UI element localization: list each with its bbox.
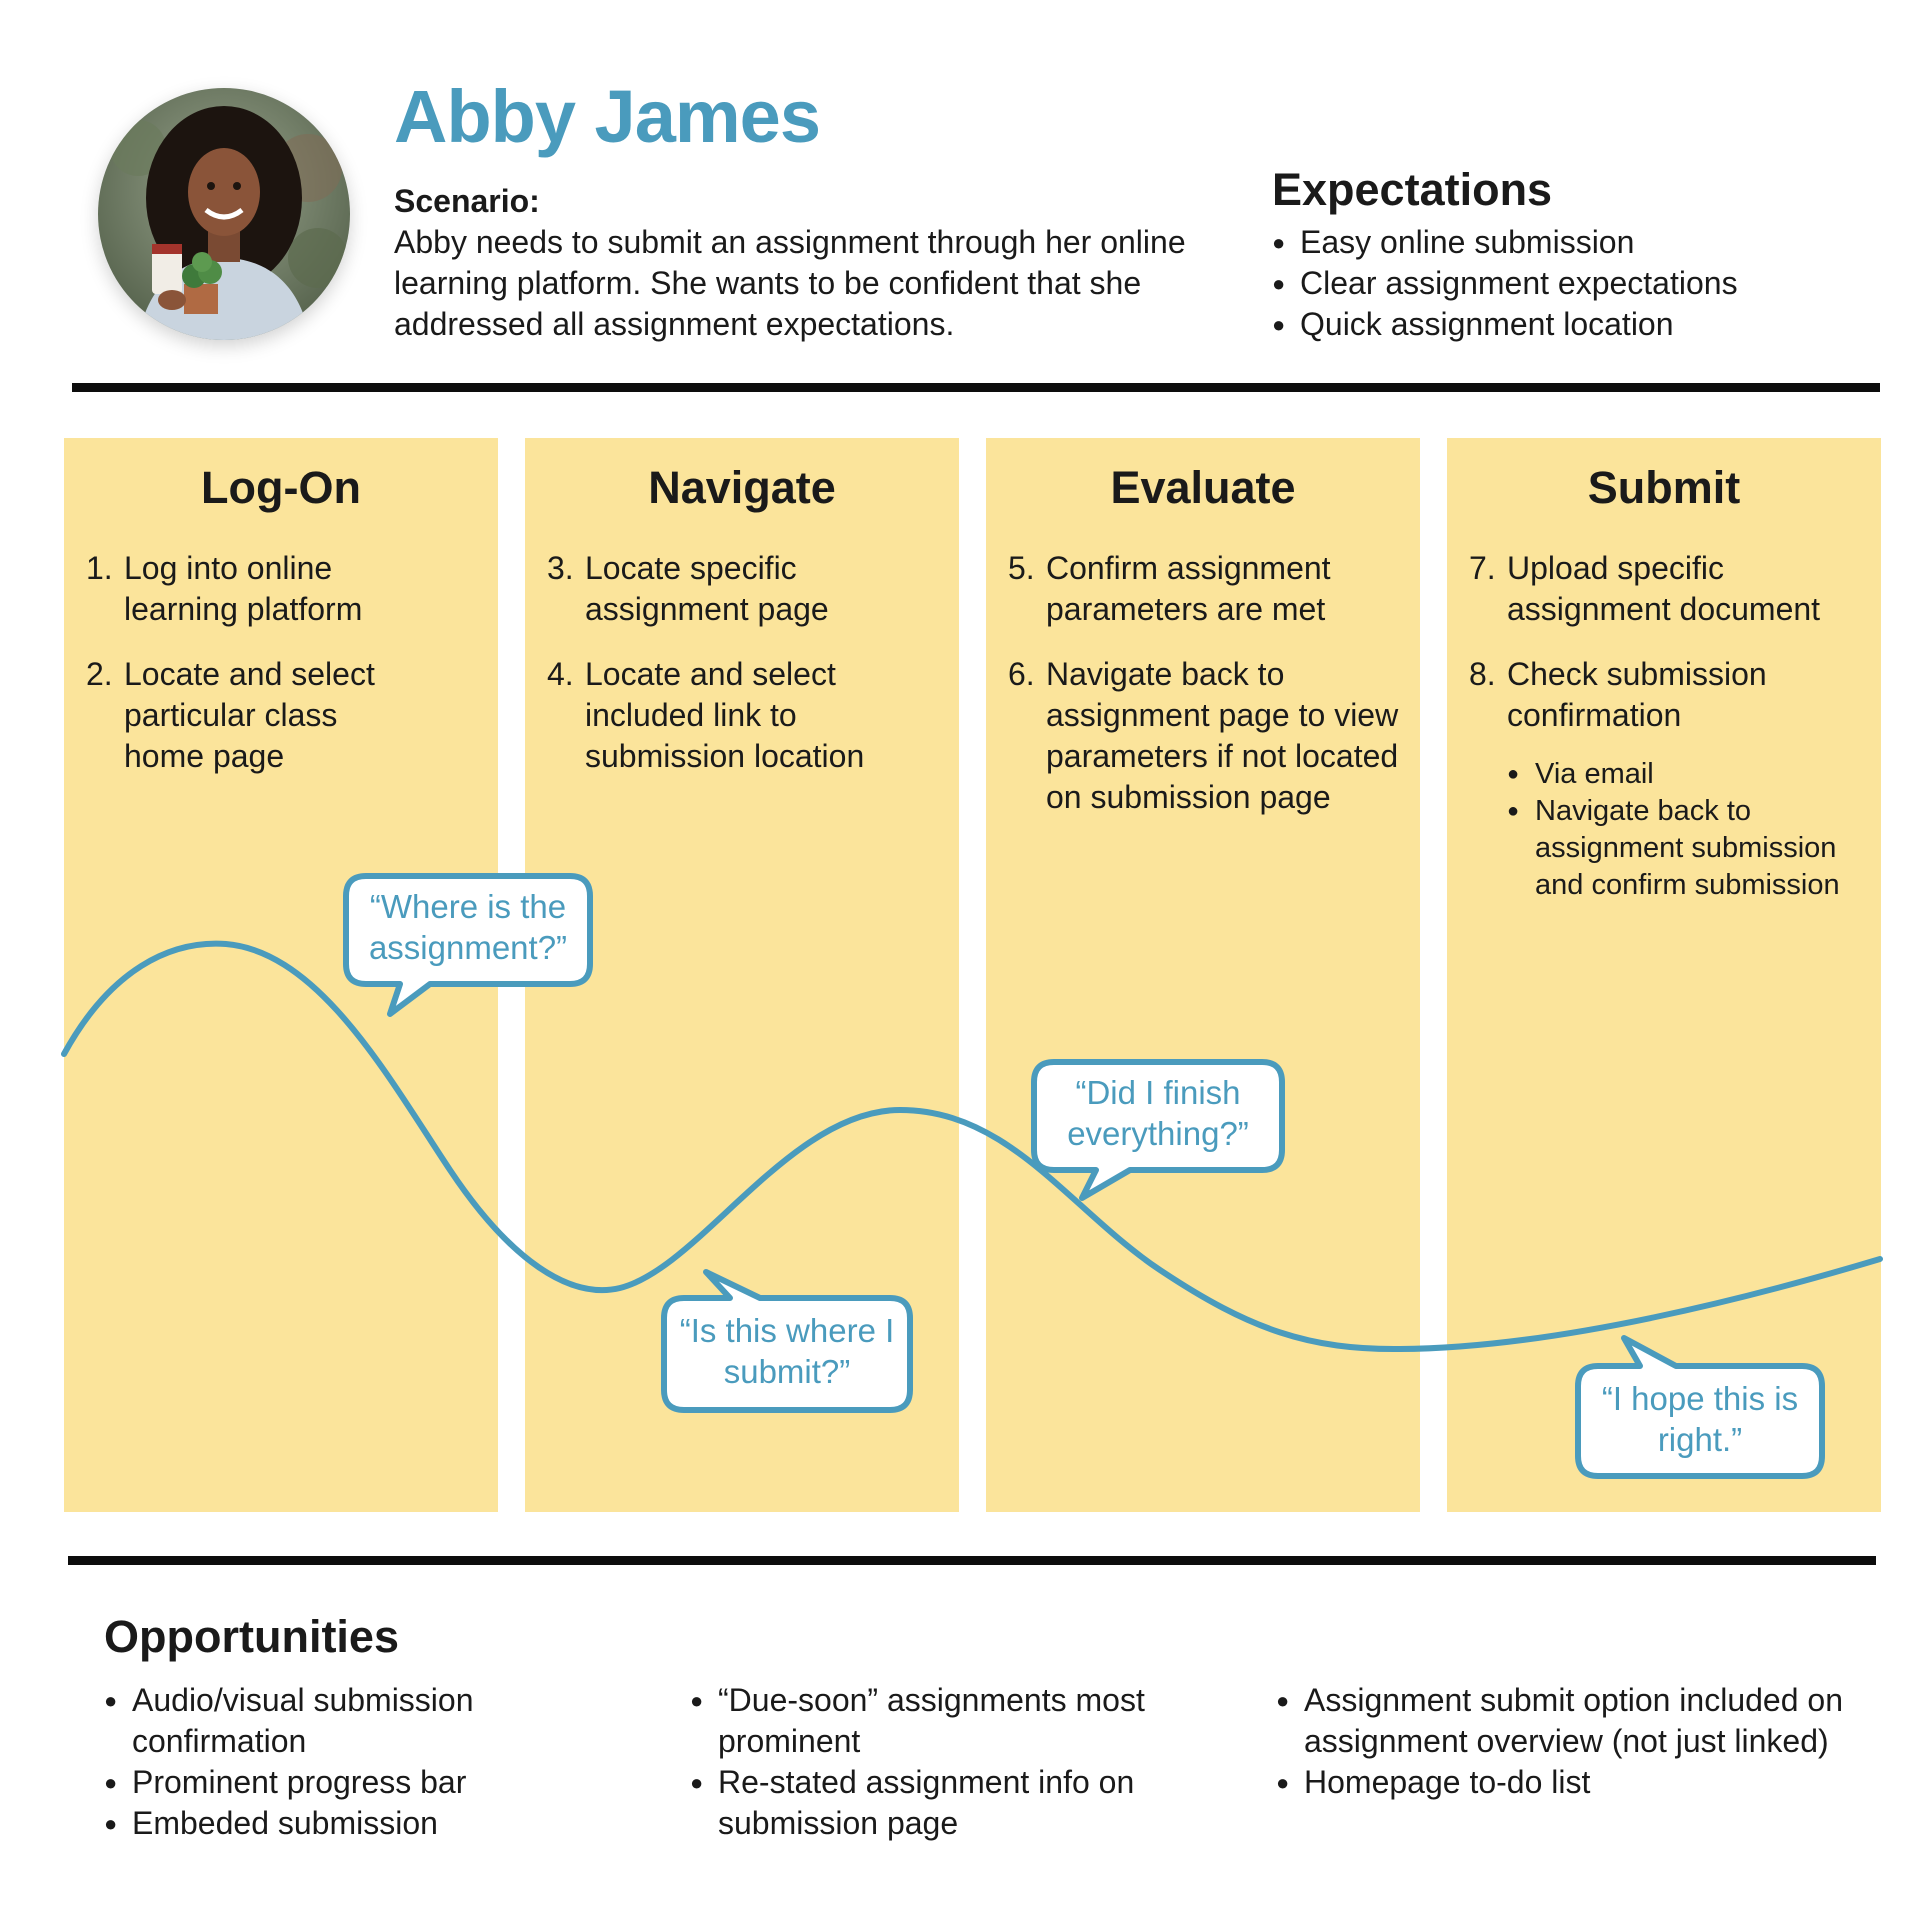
expectations-title: Expectations [1272, 164, 1553, 215]
step-number: 4. [547, 656, 574, 692]
step-item: 7. Upload specific assignment document [1469, 548, 1881, 630]
step-text: Check submission confirmation [1507, 656, 1767, 733]
step-number: 1. [86, 550, 113, 586]
step-item: 4. Locate and select included link to su… [547, 654, 959, 777]
opportunities-column-3: Assignment submit option included on ass… [1276, 1680, 1856, 1803]
persona-avatar [98, 88, 350, 340]
stage-steps: 5. Confirm assignment parameters are met… [1008, 548, 1420, 842]
expectation-item: Easy online submission [1272, 222, 1892, 263]
quote-is-this-where: “Is this where I submit?” [679, 1312, 895, 1390]
step-item: 3. Locate specific assignment page [547, 548, 959, 630]
confirmation-sub-list: Via email Navigate back to assignment su… [1507, 756, 1881, 904]
opportunities-title: Opportunities [104, 1611, 399, 1662]
scenario-text: Abby needs to submit an assignment throu… [394, 224, 1186, 342]
step-item: 8. Check submission confirmation [1469, 654, 1881, 736]
quote-did-i-finish: “Did I finish everything?” [1067, 1074, 1249, 1152]
step-number: 2. [86, 656, 113, 692]
stage-steps: 1. Log into online learning platform 2. … [86, 548, 498, 801]
speech-bubble-4 [1575, 1335, 1825, 1479]
stage-steps: 3. Locate specific assignment page 4. Lo… [547, 548, 959, 801]
stage-evaluate: Evaluate 5. Confirm assignment parameter… [986, 438, 1420, 1512]
step-text: Upload specific assignment document [1507, 550, 1821, 627]
opportunity-item: Assignment submit option included on ass… [1276, 1680, 1856, 1762]
speech-bubble-1 [343, 873, 593, 1017]
stage-steps: 7. Upload specific assignment document 8… [1469, 548, 1881, 760]
scenario-label: Scenario: [394, 183, 540, 219]
opportunity-item: Re-stated assignment info on submission … [690, 1762, 1160, 1844]
opportunity-item: Prominent progress bar [104, 1762, 524, 1803]
opportunity-item: Embeded submission [104, 1803, 524, 1844]
person-photo-icon [98, 88, 350, 340]
emotion-curve [61, 940, 1883, 1353]
opportunities-column-2: “Due-soon” assignments most prominent Re… [690, 1680, 1160, 1844]
step-text: Log into online learning platform [124, 550, 363, 627]
opportunity-item: “Due-soon” assignments most prominent [690, 1680, 1160, 1762]
step-number: 6. [1008, 656, 1035, 692]
step-item: 5. Confirm assignment parameters are met [1008, 548, 1420, 630]
stage-title: Navigate [648, 462, 836, 513]
bottom-divider [68, 1556, 1876, 1565]
expectation-item: Clear assignment expectations [1272, 263, 1892, 304]
step-text: Locate and select particular class home … [124, 656, 375, 774]
step-number: 5. [1008, 550, 1035, 586]
speech-bubble-2 [661, 1269, 913, 1413]
step-text: Locate specific assignment page [585, 550, 829, 627]
quote-hope-this-is-right: “I hope this is right.” [1601, 1380, 1799, 1458]
expectation-item: Quick assignment location [1272, 304, 1892, 345]
sub-item: Navigate back to assignment submission a… [1507, 793, 1875, 904]
stage-title: Submit [1587, 462, 1741, 513]
step-number: 8. [1469, 656, 1496, 692]
step-item: 2. Locate and select particular class ho… [86, 654, 498, 777]
stage-title: Evaluate [1110, 462, 1296, 513]
sub-item: Via email [1507, 756, 1881, 793]
opportunity-item: Homepage to-do list [1276, 1762, 1856, 1803]
top-divider [72, 383, 1880, 392]
step-text: Confirm assignment parameters are met [1046, 550, 1331, 627]
persona-name: Abby James [394, 75, 821, 158]
step-text: Navigate back to assignment page to view… [1046, 656, 1399, 815]
step-item: 1. Log into online learning platform [86, 548, 498, 630]
opportunity-item: Audio/visual submission confirmation [104, 1680, 524, 1762]
stage-submit: Submit 7. Upload specific assignment doc… [1447, 438, 1881, 1512]
step-number: 3. [547, 550, 574, 586]
step-text: Locate and select included link to submi… [585, 656, 865, 774]
opportunities-column-1: Audio/visual submission confirmation Pro… [104, 1680, 524, 1844]
stage-title: Log-On [201, 462, 361, 513]
expectations-list: Easy online submission Clear assignment … [1272, 222, 1892, 345]
step-item: 6. Navigate back to assignment page to v… [1008, 654, 1420, 818]
quote-where-is-assignment: “Where is the assignment?” [368, 888, 568, 966]
step-number: 7. [1469, 550, 1496, 586]
speech-bubble-3 [1031, 1059, 1285, 1201]
